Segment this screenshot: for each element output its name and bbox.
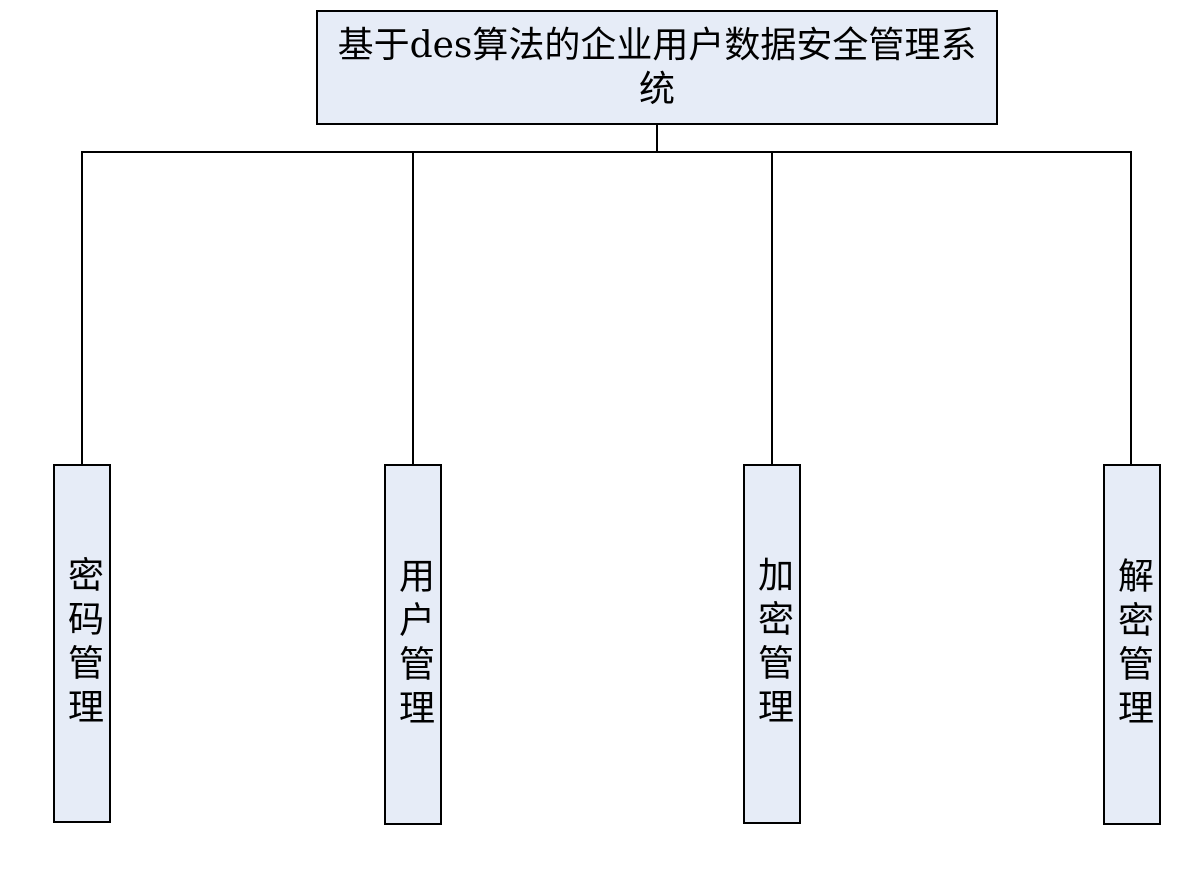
child-node-encryption-management: 加密管理 [743, 464, 801, 824]
root-node-label: 基于des算法的企业用户数据安全管理系统 [337, 24, 977, 110]
child-node-decryption-management: 解密管理 [1103, 464, 1161, 825]
child-node-label: 解密管理 [1112, 556, 1153, 733]
child-node-label: 密码管理 [62, 555, 103, 732]
child-node-user-management: 用户管理 [384, 464, 442, 825]
child-node-label: 用户管理 [393, 556, 434, 733]
child-node-label: 加密管理 [752, 556, 793, 732]
child-node-password-management: 密码管理 [53, 464, 111, 823]
root-node: 基于des算法的企业用户数据安全管理系统 [316, 10, 998, 125]
